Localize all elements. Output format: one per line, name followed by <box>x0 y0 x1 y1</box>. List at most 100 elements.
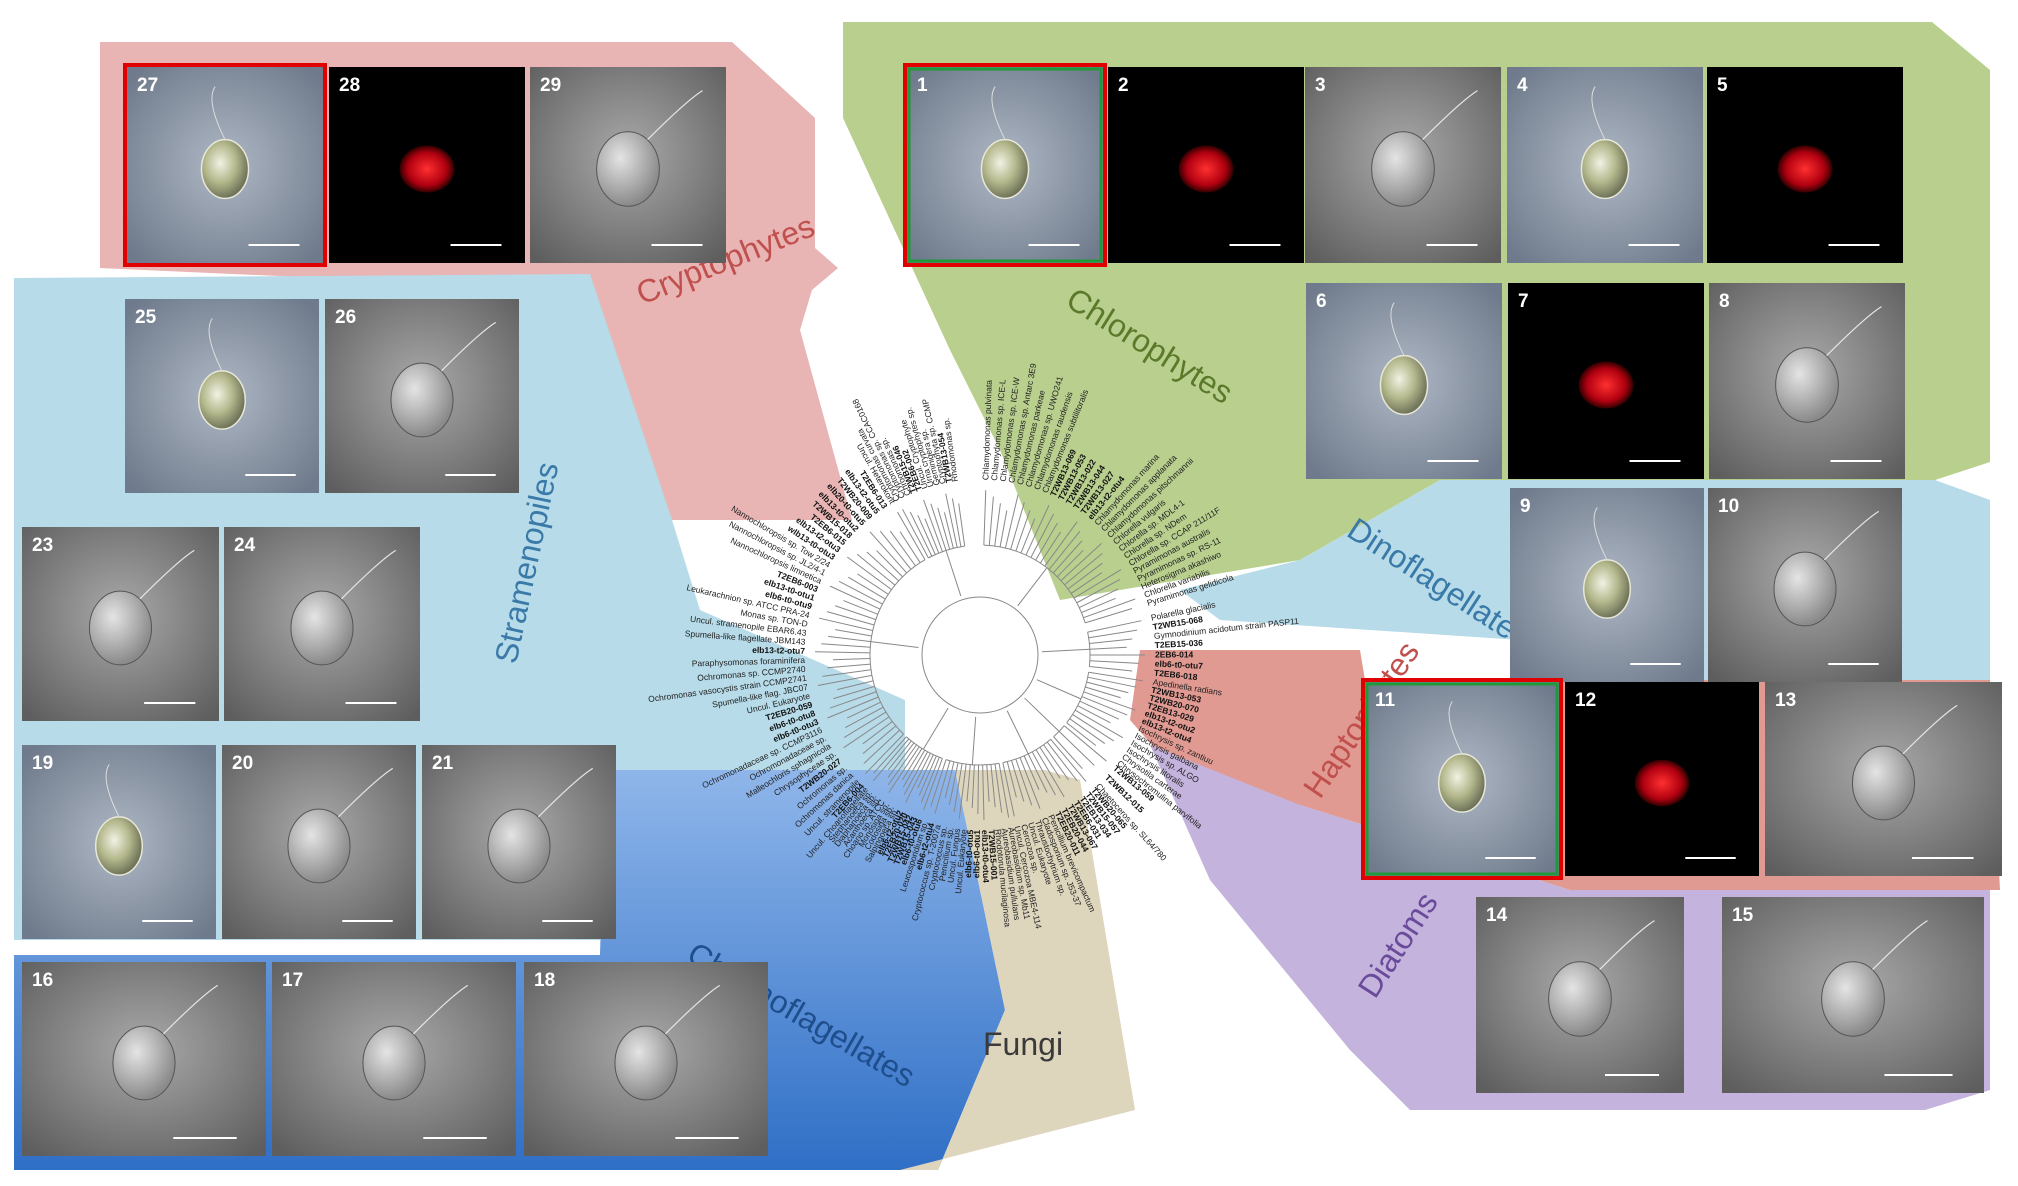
tree-branch <box>1063 725 1107 762</box>
micrograph-16: 16 <box>22 962 266 1156</box>
tree-branch <box>833 658 871 661</box>
cell-body <box>487 808 551 884</box>
tree-branch <box>845 706 884 729</box>
tree-branch <box>923 758 943 811</box>
flagellum <box>1902 704 1958 755</box>
tree-branch <box>834 605 877 621</box>
cell-body <box>1582 559 1632 619</box>
chloroplast-fluorescence <box>1578 361 1634 409</box>
cell-body <box>290 590 354 666</box>
tree-leaf-label: elb13-t2-otu7 <box>752 645 805 656</box>
micrograph-number: 23 <box>32 535 53 556</box>
micrograph-number: 8 <box>1719 291 1730 312</box>
tree-branch <box>833 685 875 700</box>
tree-branch <box>1083 598 1136 619</box>
tree-branch <box>870 641 919 648</box>
cell-body <box>614 1025 678 1101</box>
tree-branch <box>829 585 881 610</box>
flagellum <box>991 86 1006 140</box>
tree-branch <box>866 551 900 582</box>
cell-body <box>94 816 144 876</box>
micrograph-10: 10 <box>1708 488 1902 682</box>
cell-body <box>1851 745 1916 821</box>
tree-branch <box>1067 562 1103 590</box>
tree-branch <box>958 503 966 547</box>
tree-branch <box>1035 522 1058 561</box>
tree-branch <box>1066 722 1097 746</box>
tree-leaf-label: T2EB6-018 <box>1154 668 1199 683</box>
tree-branch <box>1076 579 1121 604</box>
tree-branch <box>822 669 872 677</box>
tree-branch <box>944 761 955 798</box>
tree-branch <box>889 530 916 567</box>
micrograph-19: 19 <box>22 745 216 939</box>
tree-branch <box>888 746 920 793</box>
tree-branch <box>817 674 872 687</box>
tree-branch <box>1088 629 1138 639</box>
micrograph-number: 24 <box>234 535 256 556</box>
tree-branch <box>819 617 873 631</box>
micrograph-6: 6 <box>1306 283 1502 479</box>
tree-branch <box>1089 666 1133 672</box>
micrograph-3: 3 <box>1305 67 1501 263</box>
tree-branch <box>846 701 881 719</box>
micrograph-number: 5 <box>1717 75 1728 96</box>
tree-branch <box>1010 502 1025 550</box>
tree-branch <box>920 757 940 803</box>
tree-leaf-label: elb6-t0-otu5 <box>963 829 975 878</box>
tree-branch <box>1011 760 1025 802</box>
tree-branch <box>923 499 943 552</box>
micrograph-number: 20 <box>232 753 253 774</box>
tree-branch <box>1073 569 1122 599</box>
tree-branch <box>1069 718 1106 744</box>
tree-branch <box>826 611 875 626</box>
tree-branch <box>999 510 1008 547</box>
tree-branch <box>902 749 926 788</box>
flagellum <box>105 764 120 818</box>
tree-branch <box>843 711 887 738</box>
highlight-frame-green <box>907 67 1103 263</box>
micrograph-number: 10 <box>1718 496 1739 517</box>
tree-branch <box>1039 531 1061 564</box>
micrograph-7: 7 <box>1508 283 1704 479</box>
flagellum <box>440 321 497 372</box>
micrograph-17: 17 <box>272 962 516 1156</box>
tree-branch <box>1015 510 1031 552</box>
tree-branch <box>1002 762 1015 817</box>
tree-branch <box>1017 567 1048 607</box>
tree-leaf-label: T2EB15-036 <box>1154 638 1203 651</box>
tree-arc <box>869 559 926 735</box>
flagellum <box>664 984 721 1035</box>
micrograph-number: 1 <box>917 75 928 96</box>
tree-branch <box>998 763 1010 818</box>
micrograph-number: 18 <box>534 970 555 991</box>
tree-branch <box>986 764 990 802</box>
tree-branch <box>905 752 931 803</box>
micrograph-number: 3 <box>1315 75 1326 96</box>
tree-branch <box>1027 753 1048 793</box>
flagellum <box>1422 90 1478 141</box>
tree-branch <box>1085 608 1133 624</box>
tree-branch <box>988 496 994 546</box>
micrograph-number: 21 <box>432 753 454 774</box>
tree-branch <box>902 748 923 781</box>
cell-body <box>88 590 153 666</box>
tree-arc <box>983 544 1086 623</box>
tree-branch <box>873 736 907 774</box>
tree-branch <box>1087 620 1142 633</box>
tree-branch <box>872 738 910 782</box>
tree-branch <box>930 503 947 551</box>
tree-leaf-label: 2EB6-014 <box>1155 649 1194 659</box>
tree-branch <box>1072 714 1115 742</box>
micrograph-25: 25 <box>125 299 319 493</box>
tree-branch <box>943 512 954 549</box>
tree-leaf-label: elb13-t0-otu4 <box>980 830 991 883</box>
tree-branch <box>1070 572 1103 594</box>
tree-branch <box>917 754 934 789</box>
tree-branch <box>1044 521 1078 567</box>
highlight-frame-red <box>903 63 1107 267</box>
flagellum <box>1599 920 1655 971</box>
tree-branch <box>1089 638 1133 644</box>
cell-body <box>1580 138 1630 200</box>
chloroplast-fluorescence <box>1178 145 1234 193</box>
